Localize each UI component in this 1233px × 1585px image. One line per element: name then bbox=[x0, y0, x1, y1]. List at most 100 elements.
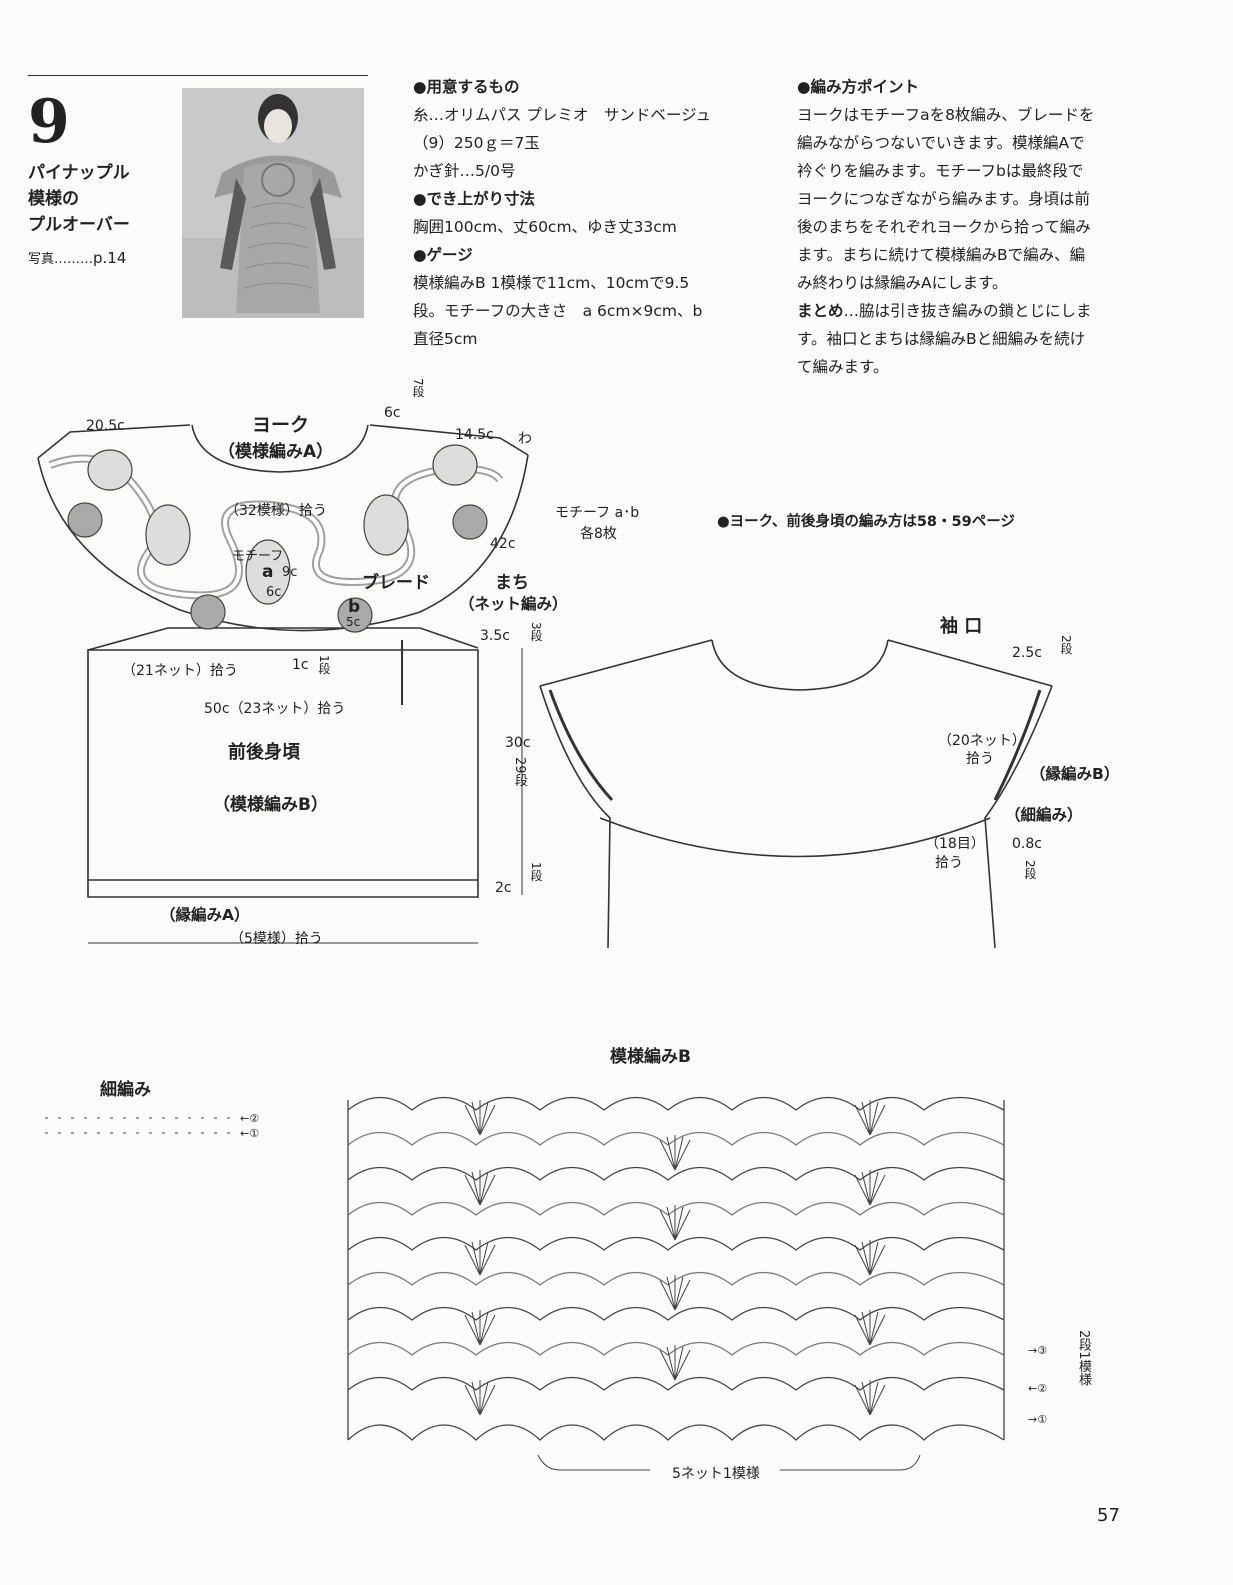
sleeve-neck bbox=[711, 639, 889, 691]
sleeve-right-band bbox=[993, 689, 1042, 801]
sleeve-right bbox=[984, 685, 1053, 949]
yoke-dim-20-5: 20.5c bbox=[86, 418, 125, 434]
yoke-dim-6: 6c bbox=[384, 405, 401, 421]
points-heading: ●編み方ポイント bbox=[797, 78, 920, 96]
body-rows-1: 1段 bbox=[317, 655, 331, 675]
yoke-left-edge bbox=[37, 424, 191, 459]
photo-reference: 写真………p.14 bbox=[28, 248, 126, 267]
instructions-note: ●ヨーク、前後身頃の編み方は58・59ページ bbox=[717, 514, 1015, 530]
size-text: 胸囲100cm、丈60cm、ゆき丈33cm bbox=[413, 218, 677, 236]
sleeve-pick-18: （18目） bbox=[925, 836, 985, 852]
sleeve-dim-0-8: 0.8c bbox=[1012, 836, 1042, 852]
photo-ref-label: 写真……… bbox=[28, 252, 94, 267]
braid-label: ブレード bbox=[362, 573, 430, 593]
model-photo bbox=[182, 88, 364, 318]
yoke-dim-14-5: 14.5c bbox=[455, 427, 494, 443]
motif-count-1: モチーフ a･b bbox=[555, 505, 640, 521]
photo-ref-page: p.14 bbox=[93, 249, 127, 267]
sleeve-pick-20: （20ネット） bbox=[938, 733, 1026, 749]
materials-heading: ●用意するもの bbox=[413, 78, 520, 96]
body-pick-21: （21ネット）拾う bbox=[122, 663, 238, 679]
body-dim-3-5: 3.5c bbox=[480, 628, 510, 644]
sleeve-title: 袖 口 bbox=[940, 616, 983, 637]
motif-b bbox=[452, 504, 488, 540]
gauge-text: 直径5cm bbox=[413, 330, 478, 348]
motif-b bbox=[67, 502, 103, 538]
body-rows-29: 29段 bbox=[512, 757, 527, 787]
armhole-curve bbox=[599, 817, 991, 858]
yoke-rows-7: 7段 bbox=[411, 378, 425, 398]
motif-a bbox=[432, 444, 478, 486]
yoke-pick-32: （32模様）拾う bbox=[225, 503, 327, 519]
page-number: 57 bbox=[1097, 1505, 1120, 1526]
chart-sc-stitches bbox=[45, 1117, 232, 1134]
chart-b-repeat-net: 5ネット1模様 bbox=[672, 1466, 760, 1482]
sleeve-left-band bbox=[548, 689, 614, 802]
body-dim-2: 2c bbox=[495, 880, 512, 896]
yoke-dim-42: 42c bbox=[490, 536, 516, 552]
finish-line: て編みます。 bbox=[797, 358, 889, 376]
title-line: プルオーバー bbox=[28, 215, 130, 235]
motif-b-label: b bbox=[348, 597, 361, 617]
machi-sub: （ネット編み） bbox=[459, 595, 568, 613]
sleeve-dim-2-5: 2.5c bbox=[1012, 645, 1042, 661]
finish-label: まとめ bbox=[797, 302, 844, 320]
chart-b-row-1: →① bbox=[1028, 1413, 1048, 1426]
yoke-right-edge bbox=[369, 424, 529, 456]
hook-text: かぎ針…5/0号 bbox=[413, 162, 516, 180]
chart-b-fans bbox=[464, 1100, 921, 1471]
gauge-text: 段。モチーフの大きさ a 6cm×9cm、b bbox=[413, 302, 703, 320]
points-section: ●編み方ポイント ヨークはモチーフaを8枚編み、ブレードを 編みながらつないでい… bbox=[797, 73, 1147, 381]
body-rows-3: 3段 bbox=[529, 622, 543, 642]
sleeve-rows-2: 2段 bbox=[1059, 635, 1073, 655]
motif-b bbox=[190, 594, 226, 630]
motif-a bbox=[245, 539, 291, 605]
sleeve-sc: （細編み） bbox=[1005, 806, 1083, 824]
yoke-title: ヨーク bbox=[252, 414, 310, 436]
sleeve-outer bbox=[539, 639, 1053, 687]
sleeve-rows-2b: 2段 bbox=[1023, 860, 1037, 880]
sleeve-left bbox=[539, 685, 611, 949]
sleeve-pick-20-b: 拾う bbox=[966, 751, 994, 767]
chart-b-row-2: ←② bbox=[1028, 1382, 1048, 1395]
body-pick-5: （5模様）拾う bbox=[230, 931, 323, 947]
yoke-subtitle: （模様編みA） bbox=[218, 442, 334, 462]
points-line: 衿ぐりを編みます。モチーフbは最終段で bbox=[797, 162, 1084, 180]
points-line: ヨークにつなぎながら編みます。身頃は前 bbox=[797, 190, 1090, 208]
materials-section: ●用意するもの 糸…オリムパス プレミオ サンドベージュ （9）250ｇ＝7玉 … bbox=[413, 73, 763, 353]
sleeve-edge-b: （縁編みB） bbox=[1030, 765, 1120, 783]
body-dim-30: 30c bbox=[505, 735, 531, 751]
chart-b-repeat-rows: 2段1模様 bbox=[1076, 1330, 1091, 1386]
gauge-text: 模様編みB 1模様で11cm、10cmで9.5 bbox=[413, 274, 690, 292]
motif-a bbox=[145, 504, 191, 566]
points-line: 後のまちをそれぞれヨークから拾って編み bbox=[797, 218, 1091, 236]
chart-b-scallops bbox=[347, 1096, 1005, 1441]
header-rule bbox=[28, 75, 368, 76]
size-heading: ●でき上がり寸法 bbox=[413, 190, 536, 208]
yoke-outer-edge bbox=[37, 454, 529, 632]
body-pick-50: 50c（23ネット）拾う bbox=[204, 701, 346, 717]
finish-line: す。袖口とまちは縁編みBと細編みを続け bbox=[797, 330, 1086, 348]
chart-sc-title: 細編み bbox=[100, 1080, 151, 1100]
motif-a-label: a bbox=[262, 562, 274, 582]
body-rows-1b: 1段 bbox=[529, 862, 543, 882]
motif-a bbox=[363, 494, 409, 556]
motif-a-dim-9: 9c bbox=[282, 565, 298, 580]
points-line: み終わりは縁編みAにします。 bbox=[797, 274, 1008, 292]
motif-label: モチーフ bbox=[232, 549, 284, 564]
motif-a bbox=[87, 449, 133, 491]
yoke-wa: わ bbox=[518, 431, 532, 447]
yoke-neckline bbox=[191, 424, 369, 473]
body-title: 前後身頃 bbox=[228, 742, 300, 763]
body-rect bbox=[87, 649, 479, 898]
chart-sc-row-2: ←② bbox=[240, 1112, 260, 1125]
title-line: 模様の bbox=[28, 189, 79, 209]
sleeve-pick-18-b: 拾う bbox=[935, 855, 963, 871]
motif-b-dim-5: 5c bbox=[346, 615, 361, 629]
points-line: ます。まちに続けて模様編みBで編み、編 bbox=[797, 246, 1086, 264]
motif-a-dim-6: 6c bbox=[266, 585, 282, 600]
points-line: ヨークはモチーフaを8枚編み、ブレードを bbox=[797, 106, 1095, 124]
pattern-title: パイナップル 模様の プルオーバー bbox=[28, 160, 130, 238]
body-subtitle: （模様編みB） bbox=[213, 795, 328, 815]
